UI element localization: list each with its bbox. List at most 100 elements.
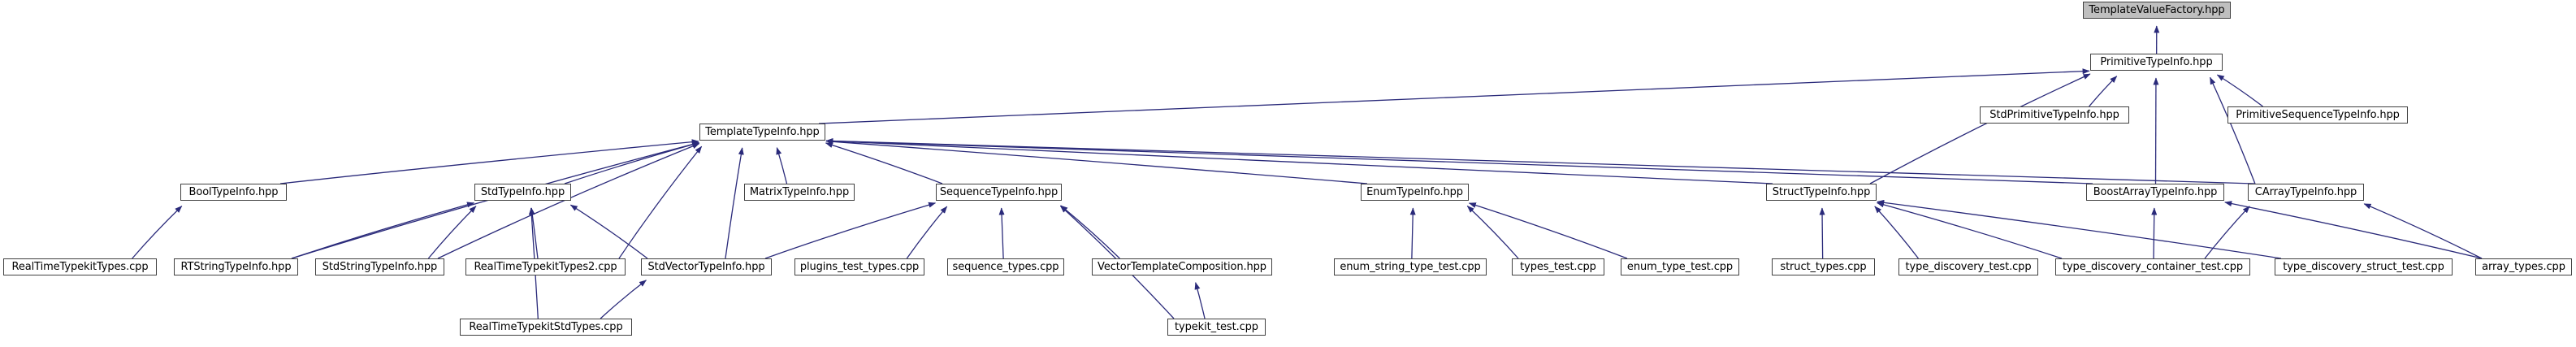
graph-node-label: StdPrimitiveTypeInfo.hpp bbox=[1989, 109, 2119, 121]
graph-edge bbox=[279, 139, 699, 184]
graph-edge bbox=[764, 202, 937, 259]
graph-edge bbox=[569, 204, 648, 259]
graph-edge bbox=[1877, 199, 2282, 259]
graph-node-RealTimeTypekitTypes[interactable]: RealTimeTypekitTypes.cpp bbox=[3, 258, 157, 275]
graph-edge bbox=[437, 143, 700, 259]
graph-edge bbox=[529, 207, 539, 259]
graph-node-type_discovery_container_test[interactable]: type_discovery_container_test.cpp bbox=[2055, 258, 2250, 275]
graph-edge bbox=[2216, 74, 2263, 107]
graph-node-MatrixTypeInfo[interactable]: MatrixTypeInfo.hpp bbox=[744, 184, 855, 201]
graph-node-label: EnumTypeInfo.hpp bbox=[1366, 186, 1463, 198]
graph-edge bbox=[825, 142, 943, 184]
graph-node-label: StdTypeInfo.hpp bbox=[480, 186, 565, 198]
graph-edge bbox=[2224, 201, 2483, 259]
graph-node-label: VectorTemplateComposition.hpp bbox=[1098, 261, 1266, 273]
graph-node-label: types_test.cpp bbox=[1520, 261, 1596, 273]
graph-edge bbox=[1468, 202, 1628, 259]
graph-node-enum_string_type_test[interactable]: enum_string_type_test.cpp bbox=[1334, 258, 1487, 275]
graph-node-TemplateTypeInfo[interactable]: TemplateTypeInfo.hpp bbox=[699, 124, 825, 141]
graph-edge bbox=[906, 206, 948, 259]
graph-node-CArrayTypeInfo[interactable]: CArrayTypeInfo.hpp bbox=[2248, 184, 2364, 201]
graph-node-label: RealTimeTypekitTypes.cpp bbox=[11, 261, 149, 273]
graph-node-label: type_discovery_test.cpp bbox=[1905, 261, 2032, 273]
graph-node-PrimitiveSequenceTypeInfo[interactable]: PrimitiveSequenceTypeInfo.hpp bbox=[2227, 106, 2408, 124]
graph-node-label: typekit_test.cpp bbox=[1175, 321, 1258, 333]
graph-edge bbox=[1877, 202, 2063, 259]
graph-node-sequence_types[interactable]: sequence_types.cpp bbox=[947, 258, 1064, 275]
graph-edge bbox=[1819, 207, 1825, 259]
graph-node-EnumTypeInfo[interactable]: EnumTypeInfo.hpp bbox=[1361, 184, 1469, 201]
graph-node-label: array_types.cpp bbox=[2482, 261, 2565, 273]
graph-node-label: type_discovery_container_test.cpp bbox=[2062, 261, 2244, 273]
graph-node-types_test[interactable]: types_test.cpp bbox=[1512, 258, 1604, 275]
graph-node-StdVectorTypeInfo[interactable]: StdVectorTypeInfo.hpp bbox=[641, 258, 772, 275]
graph-node-TemplateValueFactory[interactable]: TemplateValueFactory.hpp bbox=[2083, 2, 2231, 19]
graph-node-label: RealTimeTypekitTypes2.cpp bbox=[474, 261, 617, 273]
graph-node-StdStringTypeInfo[interactable]: StdStringTypeInfo.hpp bbox=[315, 258, 444, 275]
graph-node-type_discovery_struct_test[interactable]: type_discovery_struct_test.cpp bbox=[2275, 258, 2453, 275]
graph-edge bbox=[825, 138, 1773, 184]
graph-edge bbox=[618, 145, 703, 259]
graph-node-label: StructTypeInfo.hpp bbox=[1772, 186, 1871, 198]
graph-node-label: StdStringTypeInfo.hpp bbox=[322, 261, 438, 273]
graph-node-BoostArrayTypeInfo[interactable]: BoostArrayTypeInfo.hpp bbox=[2086, 184, 2224, 201]
graph-edge bbox=[1869, 73, 2091, 184]
graph-node-StructTypeInfo[interactable]: StructTypeInfo.hpp bbox=[1766, 184, 1877, 201]
graph-edge bbox=[600, 280, 647, 319]
graph-edge bbox=[1409, 207, 1416, 259]
graph-node-label: RealTimeTypekitStdTypes.cpp bbox=[469, 321, 623, 333]
graph-node-label: TemplateValueFactory.hpp bbox=[2089, 4, 2225, 16]
graph-node-label: BoolTypeInfo.hpp bbox=[188, 186, 279, 198]
graph-node-StdPrimitiveTypeInfo[interactable]: StdPrimitiveTypeInfo.hpp bbox=[1980, 106, 2129, 124]
graph-edge bbox=[776, 147, 788, 184]
graph-node-label: PrimitiveSequenceTypeInfo.hpp bbox=[2236, 109, 2400, 121]
graph-edge bbox=[132, 206, 183, 259]
graph-node-label: RTStringTypeInfo.hpp bbox=[180, 261, 292, 273]
graph-node-PrimitiveTypeInfo[interactable]: PrimitiveTypeInfo.hpp bbox=[2090, 54, 2223, 71]
graph-edge bbox=[2209, 76, 2256, 184]
graph-node-label: TemplateTypeInfo.hpp bbox=[705, 126, 820, 138]
graph-edge bbox=[1194, 282, 1206, 319]
graph-node-label: PrimitiveTypeInfo.hpp bbox=[2100, 56, 2213, 68]
graph-node-plugins_test_types[interactable]: plugins_test_types.cpp bbox=[794, 258, 924, 275]
graph-edge bbox=[825, 138, 2093, 184]
graph-node-label: enum_string_type_test.cpp bbox=[1340, 261, 1481, 273]
graph-edge bbox=[725, 147, 744, 259]
graph-node-label: type_discovery_struct_test.cpp bbox=[2283, 261, 2444, 273]
graph-node-SequenceTypeInfo[interactable]: SequenceTypeInfo.hpp bbox=[936, 184, 1062, 201]
graph-node-struct_types[interactable]: struct_types.cpp bbox=[1772, 258, 1875, 275]
graph-node-BoolTypeInfo[interactable]: BoolTypeInfo.hpp bbox=[180, 184, 287, 201]
graph-edge bbox=[2204, 206, 2250, 259]
graph-edge bbox=[291, 202, 474, 259]
graph-node-VectorTemplateComposition[interactable]: VectorTemplateComposition.hpp bbox=[1092, 258, 1272, 275]
graph-edge bbox=[2089, 76, 2118, 107]
graph-node-RealTimeTypekitStdTypes[interactable]: RealTimeTypekitStdTypes.cpp bbox=[460, 319, 632, 336]
graph-edge bbox=[1060, 205, 1120, 259]
graph-node-RTStringTypeInfo[interactable]: RTStringTypeInfo.hpp bbox=[174, 258, 298, 275]
graph-node-array_types[interactable]: array_types.cpp bbox=[2475, 258, 2572, 275]
graph-edge bbox=[818, 68, 2090, 124]
graph-node-RealTimeTypekitTypes2[interactable]: RealTimeTypekitTypes2.cpp bbox=[465, 258, 626, 275]
graph-edge bbox=[2363, 203, 2483, 259]
graph-node-typekit_test[interactable]: typekit_test.cpp bbox=[1167, 319, 1266, 336]
graph-node-label: plugins_test_types.cpp bbox=[799, 261, 920, 273]
graph-edge bbox=[427, 206, 477, 259]
graph-edge bbox=[825, 138, 1368, 184]
graph-node-type_discovery_test[interactable]: type_discovery_test.cpp bbox=[1898, 258, 2038, 275]
graph-edge bbox=[564, 141, 699, 184]
graph-edge bbox=[998, 207, 1005, 259]
graph-node-label: MatrixTypeInfo.hpp bbox=[749, 186, 850, 198]
graph-edge bbox=[825, 138, 2255, 184]
graph-node-enum_type_test[interactable]: enum_type_test.cpp bbox=[1621, 258, 1739, 275]
graph-node-StdTypeInfo[interactable]: StdTypeInfo.hpp bbox=[474, 184, 571, 201]
graph-node-label: struct_types.cpp bbox=[1780, 261, 1867, 273]
graph-node-label: StdVectorTypeInfo.hpp bbox=[647, 261, 765, 273]
graph-node-label: BoostArrayTypeInfo.hpp bbox=[2093, 186, 2218, 198]
graph-node-label: enum_type_test.cpp bbox=[1626, 261, 1734, 273]
graph-edge bbox=[1874, 206, 1919, 259]
graph-edge bbox=[1466, 205, 1519, 259]
graph-node-label: SequenceTypeInfo.hpp bbox=[939, 186, 1059, 198]
graph-node-label: CArrayTypeInfo.hpp bbox=[2254, 186, 2357, 198]
